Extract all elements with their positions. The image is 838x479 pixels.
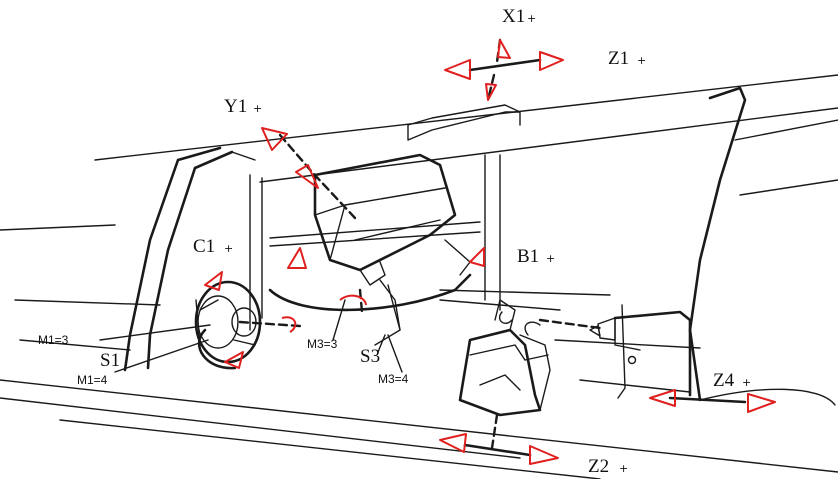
- c1-arrow-down: [224, 351, 244, 369]
- x1-z1-cross-shaft: [468, 58, 542, 72]
- z2-arrow-right: [529, 445, 559, 465]
- z2-arrow-left: [439, 433, 467, 453]
- label-z4: Z4: [713, 370, 735, 391]
- x1-arrow-up: [497, 39, 511, 59]
- label-z2: Z2: [588, 456, 609, 477]
- z1-arrow-right: [539, 51, 564, 71]
- y1-arrow-up: [261, 127, 288, 151]
- label-c1: C1: [193, 236, 215, 257]
- label-b1: B1: [517, 246, 539, 267]
- tool-head-upper: [268, 153, 472, 346]
- z4-arrow-left: [649, 389, 676, 407]
- marker-z1: +: [637, 54, 646, 67]
- axis-arrows: [204, 39, 776, 465]
- label-m3-4: M3=4: [378, 372, 409, 386]
- label-y1: Y1: [224, 96, 247, 117]
- marker-z2: +: [619, 462, 628, 475]
- label-s3: S3: [360, 346, 380, 367]
- axis-labels: X1 + Z1 + Y1 + B1 + C1 + Z4 + Z2 + S1 S3: [100, 6, 751, 477]
- lower-turret: [458, 299, 551, 417]
- label-x1: X1: [502, 6, 525, 27]
- marker-y1: +: [253, 102, 262, 115]
- tailstock: [589, 304, 692, 399]
- mode-labels: M1=3 M1=4 M3=3 M3=4: [38, 333, 409, 387]
- marker-x1: +: [527, 12, 536, 25]
- z2-shaft: [463, 443, 532, 457]
- s3-rotation-mark: [339, 294, 367, 306]
- marker-b1: +: [546, 252, 555, 265]
- main-spindle-s1: [194, 280, 262, 370]
- label-z1: Z1: [608, 48, 629, 69]
- c1-arrow-up: [204, 271, 223, 291]
- marker-z4: +: [742, 376, 751, 389]
- marker-c1: +: [224, 242, 233, 255]
- label-m1-4: M1=4: [77, 373, 108, 387]
- x1-arrow-down: [485, 83, 497, 101]
- z4-arrow-right: [747, 393, 776, 413]
- label-s1: S1: [100, 350, 120, 371]
- z1-arrow-left: [444, 59, 471, 80]
- s1-rotation-mark: [281, 316, 297, 333]
- label-m3-3: M3=3: [307, 337, 338, 351]
- b1-arrow-left: [287, 247, 307, 269]
- z4-shaft: [668, 396, 747, 404]
- leader-lines: [99, 299, 403, 373]
- label-m1-3: M1=3: [38, 333, 69, 347]
- machine-frame: [0, 74, 838, 479]
- b1-arrow-right: [469, 247, 485, 267]
- y1-arrow-down: [295, 164, 319, 189]
